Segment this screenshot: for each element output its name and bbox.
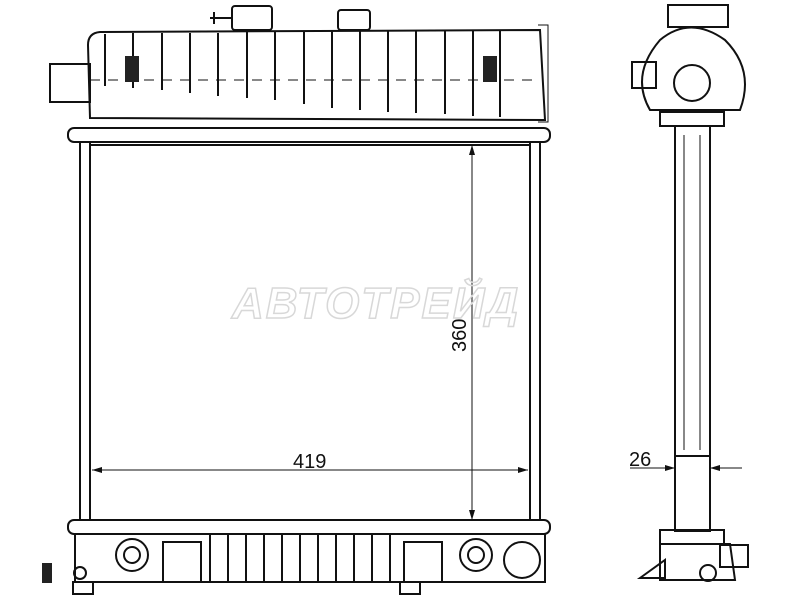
side-view: 26 (629, 4, 749, 582)
top-tank (49, 5, 551, 143)
depth-dimension: 26 (629, 449, 651, 471)
width-dimension: 419 (293, 451, 326, 473)
front-view: 419 360 (42, 5, 551, 595)
height-dimension: 360 (449, 319, 471, 352)
bottom-tank (42, 519, 551, 595)
watermark: АВТОТРЕЙД (231, 277, 520, 328)
dimension-lines (92, 145, 528, 520)
